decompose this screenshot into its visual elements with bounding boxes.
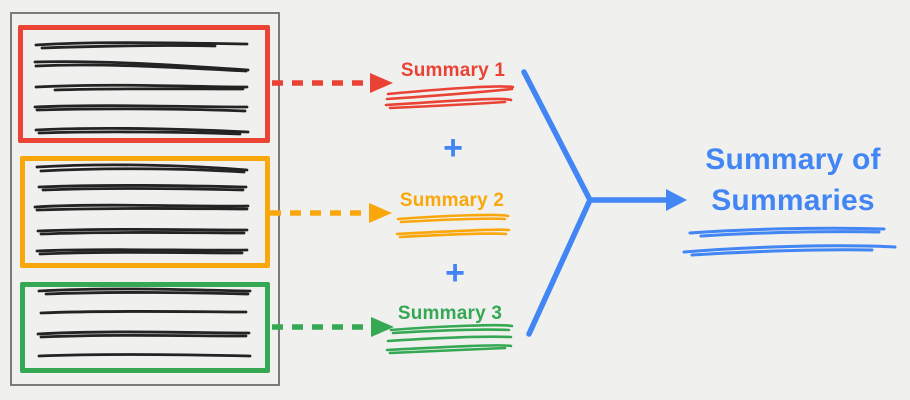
red-arrowhead-icon <box>370 73 393 93</box>
summary-3-label: Summary 3 <box>397 303 503 324</box>
green-arrowhead-icon <box>371 317 394 337</box>
summary-2-label: Summary 2 <box>399 190 505 211</box>
chunk-2-text-scribbles <box>33 163 250 256</box>
plus-sign-1: + <box>443 129 463 167</box>
blue-arrowhead-icon <box>666 189 687 211</box>
final-summary-title: Summary of Summaries <box>705 143 881 217</box>
chunk-3-green-box <box>20 282 270 373</box>
chunk-2-orange-box <box>20 156 270 268</box>
summary-3-scribble <box>385 323 514 355</box>
final-summary-scribble <box>682 226 897 257</box>
orange-dashed-arrow <box>270 203 392 223</box>
red-dashed-arrow <box>272 73 393 93</box>
source-document-frame <box>10 12 280 386</box>
chunk-1-red-box <box>18 25 270 143</box>
summary-1-scribble <box>384 85 515 110</box>
chunk-1-text-scribbles <box>33 41 250 136</box>
merge-arrow <box>521 69 687 337</box>
chunk-3-text-scribbles <box>36 287 252 358</box>
plus-sign-2: + <box>445 254 465 292</box>
summary-1-label: Summary 1 <box>400 60 506 81</box>
summary-2-scribble <box>395 213 511 239</box>
green-dashed-arrow <box>272 317 394 337</box>
orange-arrowhead-icon <box>369 203 392 223</box>
